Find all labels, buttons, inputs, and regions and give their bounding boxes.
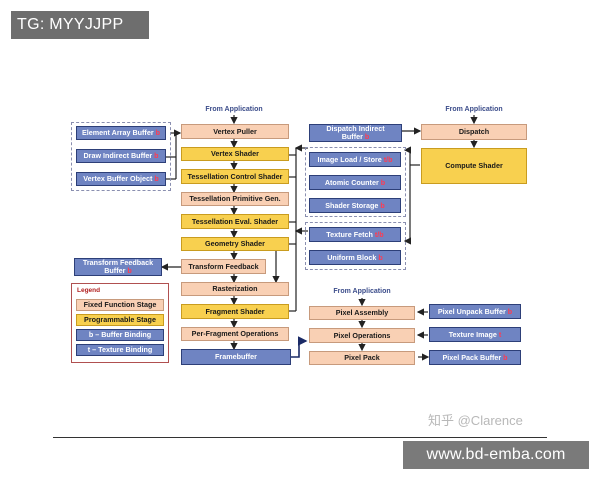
legend-title: Legend xyxy=(77,287,101,294)
binding-marker: t/b xyxy=(383,154,393,164)
tessellation-primitive-gen-stage: Tessellation Primitive Gen. xyxy=(181,192,289,206)
image-atomic-storage-group xyxy=(305,147,406,217)
tessellation-eval-shader-stage: Tessellation Eval. Shader xyxy=(181,214,289,229)
binding-marker: b xyxy=(380,177,386,187)
vertex-input-buffers-group xyxy=(71,122,171,191)
vertex-puller-stage: Vertex Puller xyxy=(181,124,289,139)
buffer-binding-marker: b xyxy=(127,266,132,275)
divider-line xyxy=(53,437,547,438)
geometry-shader-stage: Geometry Shader xyxy=(181,237,289,251)
legend-buffer-binding: b – Buffer Binding xyxy=(76,329,164,341)
top-tag-label: TG: MYYJJPP xyxy=(11,11,149,39)
texture-image-label: Texture Image xyxy=(448,329,497,339)
legend-texture-binding: t – Texture Binding xyxy=(76,344,164,356)
texture-fetch-label: Texture Fetch xyxy=(326,229,373,239)
buffer-binding-marker: b xyxy=(154,151,159,160)
vertex-buffer-object-label: Vertex Buffer Object xyxy=(83,174,153,183)
dispatch-stage: Dispatch xyxy=(421,124,527,140)
atomic-counter-resource: Atomic Counter b xyxy=(309,175,401,190)
rasterization-stage: Rasterization xyxy=(181,282,289,296)
zhihu-watermark: 知乎 @Clarence xyxy=(428,413,523,428)
binding-marker: b xyxy=(378,252,383,262)
texture-uniform-group xyxy=(305,222,406,270)
shader-storage-label: Shader Storage xyxy=(325,200,379,210)
transform-feedback-stage: Transform Feedback xyxy=(181,259,266,274)
dispatch-indirect-buffer: Dispatch Indirect Buffer b xyxy=(309,124,402,142)
element-array-buffer-label: Element Array Buffer xyxy=(81,128,154,137)
transform-feedback-buffer-label: Transform Feedback Buffer xyxy=(82,258,154,275)
tessellation-control-shader-stage: Tessellation Control Shader xyxy=(181,169,289,184)
atomic-counter-label: Atomic Counter xyxy=(324,177,379,187)
binding-marker: b xyxy=(380,200,385,210)
draw-indirect-buffer-label: Draw Indirect Buffer xyxy=(83,151,153,160)
pixel-assembly-stage: Pixel Assembly xyxy=(309,306,415,320)
buffer-binding-marker: b xyxy=(503,352,508,362)
fragment-shader-stage: Fragment Shader xyxy=(181,304,289,319)
pixel-unpack-buffer-label: Pixel Unpack Buffer xyxy=(437,306,506,316)
pixel-pack-buffer-label: Pixel Pack Buffer xyxy=(442,352,502,362)
draw-indirect-buffer: Draw Indirect Buffer b xyxy=(76,149,166,163)
dispatch-indirect-buffer-label: Dispatch Indirect Buffer xyxy=(326,124,385,141)
shader-storage-resource: Shader Storage b xyxy=(309,198,401,213)
from-application-label-compute: From Application xyxy=(445,106,503,113)
buffer-binding-marker: b xyxy=(155,128,161,137)
image-load-store-label: Image Load / Store xyxy=(317,154,382,164)
pixel-pack-stage: Pixel Pack xyxy=(309,351,415,365)
texture-binding-marker: t xyxy=(498,329,502,339)
pixel-operations-stage: Pixel Operations xyxy=(309,328,415,343)
per-fragment-operations-stage: Per-Fragment Operations xyxy=(181,327,289,341)
uniform-block-label: Uniform Block xyxy=(327,252,377,262)
compute-shader-stage: Compute Shader xyxy=(421,148,527,184)
texture-fetch-resource: Texture Fetch t/b xyxy=(309,227,401,242)
transform-feedback-buffer: Transform Feedback Buffer b xyxy=(74,258,162,276)
vertex-shader-stage: Vertex Shader xyxy=(181,147,289,161)
binding-marker: t/b xyxy=(374,229,384,239)
pixel-unpack-buffer: Pixel Unpack Buffer b xyxy=(429,304,521,319)
from-application-label-pipeline: From Application xyxy=(205,106,263,113)
legend-fixed-function: Fixed Function Stage xyxy=(76,299,164,311)
element-array-buffer: Element Array Buffer b xyxy=(76,126,166,140)
from-application-label-pixel: From Application xyxy=(333,288,391,295)
framebuffer-stage: Framebuffer xyxy=(181,349,291,365)
image-load-store-resource: Image Load / Store t/b xyxy=(309,152,401,167)
vertex-buffer-object: Vertex Buffer Object b xyxy=(76,172,166,186)
pixel-pack-buffer: Pixel Pack Buffer b xyxy=(429,350,521,365)
buffer-binding-marker: b xyxy=(154,174,159,183)
legend-programmable: Programmable Stage xyxy=(76,314,164,326)
uniform-block-resource: Uniform Block b xyxy=(309,250,401,265)
footer-url-tag: www.bd-emba.com xyxy=(403,441,589,469)
texture-image-resource: Texture Image t xyxy=(429,327,521,342)
buffer-binding-marker: b xyxy=(364,132,370,141)
buffer-binding-marker: b xyxy=(507,306,513,316)
